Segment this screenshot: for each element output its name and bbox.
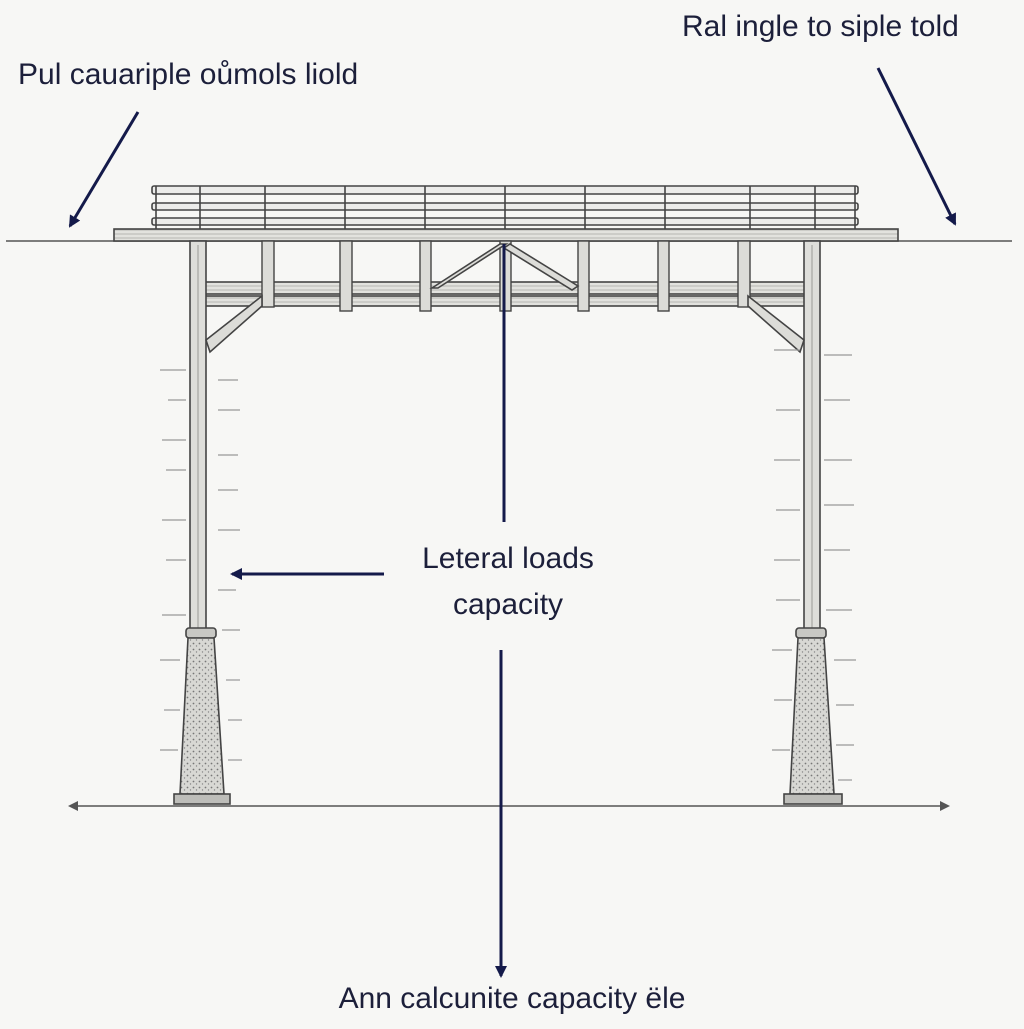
deck-plank — [113, 228, 899, 242]
annotation-center: Leteral loads capacity — [398, 536, 618, 628]
left-column — [173, 240, 263, 805]
annotation-top-right: Ral ingle to siple told — [682, 10, 959, 43]
right-column — [747, 240, 843, 805]
annotation-top-left: Pul cauariple oůmols liold — [18, 58, 359, 91]
arrow-top-right — [876, 67, 957, 226]
hatching — [160, 349, 856, 781]
annotation-center-line1: Leteral loads — [422, 542, 594, 575]
guard-rail — [151, 185, 859, 230]
annotation-center-line2: capacity — [452, 588, 564, 621]
arrow-top-left — [68, 111, 140, 228]
center-truss — [429, 243, 580, 291]
annotation-bottom: Ann calcunite capacity ële — [338, 982, 686, 1015]
